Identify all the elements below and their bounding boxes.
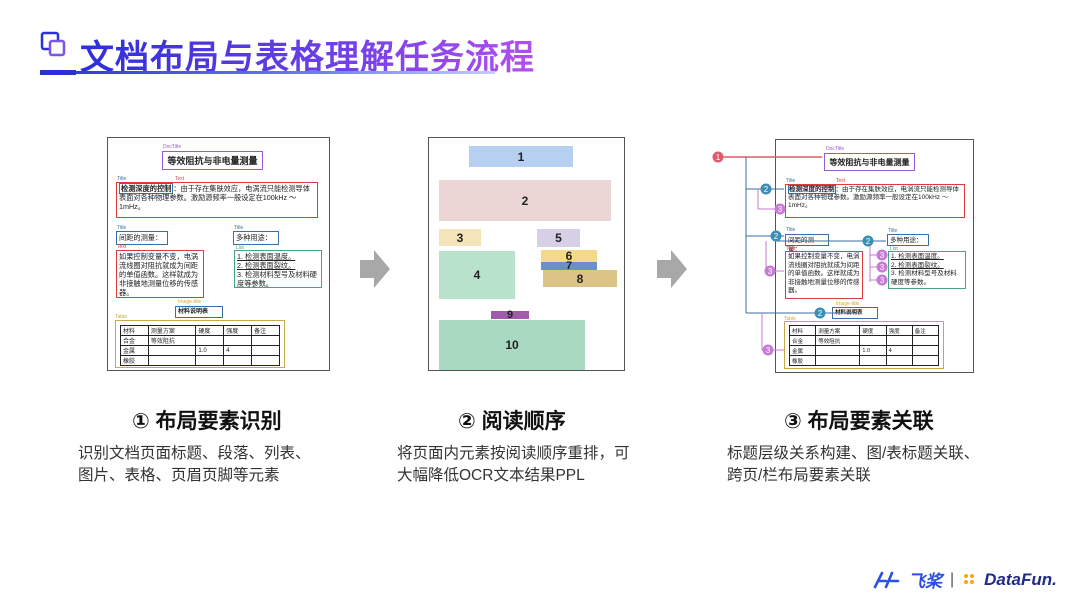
reading-box-4: 4 [439, 251, 515, 299]
reading-box-5: 5 [537, 229, 580, 247]
datafun-logo-icon [964, 573, 975, 584]
image-title-tag: Image-title [836, 301, 860, 307]
table-tag: Table [784, 316, 796, 322]
reading-box-6: 6 [541, 249, 597, 263]
text-tag: Text [836, 178, 846, 184]
list-box: 1. 检测表面温度。 2. 检测表面裂纹。 3. 检测材料型号及材料硬度等参数。 [234, 250, 322, 288]
list-tag: List [890, 246, 898, 252]
relation-lines: 1 2 2 2 2 3 3 3 3 3 3 [712, 151, 888, 356]
step-3-title: ③ 布局要素关联 [784, 410, 934, 433]
reading-box-8: 8 [543, 270, 617, 287]
title-tag-2: Title [117, 225, 127, 231]
step-2-description: 将页面内元素按阅读顺序重排，可大幅降低OCR文本结果PPL [397, 445, 630, 484]
title-tag: Title [117, 176, 127, 182]
badge-label: 3 [766, 346, 771, 355]
image-title-box: 材料说明表 [175, 306, 223, 318]
badge-label: 2 [866, 237, 871, 246]
text-tag: Text [175, 176, 185, 182]
list-box: 1. 检测表面温度。 2. 检测表面裂纹。 3. 检测材料型号及材料硬度等参数。 [888, 251, 966, 289]
reading-box-7: 7 [541, 260, 597, 272]
brand-separator: | [950, 570, 955, 588]
reading-box-10: 10 [439, 320, 585, 370]
reading-order-panel: 1 2 3 5 4 6 7 8 9 10 [428, 137, 625, 371]
arrow-right-icon [657, 250, 687, 288]
badge-label: 3 [768, 267, 773, 276]
list-item: 2. 检测表面裂纹。 [237, 261, 296, 270]
doctitle-tag: DocTitle [163, 144, 182, 150]
arrow-right-icon [360, 250, 390, 288]
title-underline [40, 71, 495, 74]
doctitle-tag: DocTitle [826, 146, 845, 152]
text-tag-2: Text [786, 246, 796, 252]
title-box: 检测深度的控制 [788, 185, 836, 194]
paragraph-box-2: 如果控制变量不变，电涡流线圈对阻抗就成为间距的单值函数。这样就成为非接触地测量位… [116, 250, 204, 298]
title-tag: Title [786, 178, 796, 184]
title-squares-icon [40, 31, 66, 57]
list-item: 1. 检测表面温度。 [237, 252, 296, 261]
relation-badge-level-1: 1 [712, 151, 724, 163]
relation-badges-level-2 [760, 183, 874, 319]
svg-text:1: 1 [716, 153, 721, 162]
badge-label: 3 [778, 205, 783, 214]
badge-label: 3 [880, 251, 885, 260]
title-box-3: 多种用途： [233, 231, 279, 245]
paragraph-box: 检测深度的控制：由于存在集肤效应，电涡流只能检测导体表面对各种物理参数。激励源频… [116, 182, 318, 218]
title-box-2: 间距的测量： [116, 231, 168, 245]
title-underline-accent [40, 70, 76, 75]
reading-box-1: 1 [469, 146, 573, 167]
title-tag-3: Title [888, 228, 898, 234]
step-3-description: 标题层级关系构建、图/表标题关联、跨页/栏布局要素关联 [727, 445, 980, 484]
list-tag: List [236, 245, 244, 251]
datafun-brand-text: DataFun. [984, 569, 1057, 589]
relation-panel: DocTitle 等效阻抗与非电量测量 Title Text 检测深度的控制：由… [775, 139, 974, 373]
paddle-brand-text: 飞桨 [908, 572, 942, 591]
reading-box-3: 3 [439, 229, 481, 246]
page-title: 文档布局与表格理解任务流程 [80, 30, 535, 79]
step-1-title: ① 布局要素识别 [132, 410, 282, 433]
paragraph-text: ：由于存在集肤效应，电涡流只能检测导体表面对各种物理参数。激励源频率一般设定在1… [119, 184, 310, 211]
badge-label: 2 [764, 185, 769, 194]
title-box-3: 多种用途： [887, 234, 929, 246]
image-title-tag: Image-title [178, 299, 202, 305]
title-box: 检测深度的控制 [119, 183, 174, 194]
title-tag-3: Title [234, 225, 244, 231]
paragraph-box: 检测深度的控制：由于存在集肤效应，电涡流只能检测导体表面对各种物理参数。激励源频… [785, 184, 965, 218]
list-item: 1. 检测表面温度。 [891, 253, 944, 260]
paragraph-text: ：由于存在集肤效应，电涡流只能检测导体表面对各种物理参数。激励源频率一般设定在1… [788, 186, 959, 209]
list-item: 3. 检测材料型号及材料硬度等参数。 [237, 270, 317, 288]
table-tag: Table [115, 314, 127, 320]
step-2-title: ② 阅读顺序 [458, 410, 566, 433]
doctitle-box: 等效阻抗与非电量测量 [162, 151, 263, 170]
reading-box-9: 9 [491, 309, 529, 321]
text-tag-2: Text [117, 244, 127, 250]
doctitle-box: 等效阻抗与非电量测量 [824, 153, 915, 171]
reading-box-2: 2 [439, 180, 611, 221]
layout-detection-panel: DocTitle 等效阻抗与非电量测量 Title Text 检测深度的控制：由… [107, 137, 330, 371]
footer-brand: 飞桨 | DataFun. [872, 567, 1057, 592]
list-item: 3. 检测材料型号及材料硬度等参数。 [891, 270, 957, 286]
title-tag-2: Title [786, 227, 796, 233]
badge-label: 2 [818, 309, 823, 318]
badge-label: 2 [774, 232, 779, 241]
list-item: 2. 检测表面裂纹。 [891, 261, 944, 269]
badge-label: 3 [880, 276, 885, 285]
relation-badges-level-3 [762, 203, 888, 356]
step-1-description: 识别文档页面标题、段落、列表、图片、表格、页眉页脚等元素 [78, 445, 311, 484]
paragraph-box-2: 如果控制变量不变，电涡流线圈对阻抗就成为间距的单值函数。这样就成为非接触地测量位… [785, 251, 863, 299]
paddle-logo-icon [873, 571, 900, 588]
badge-label: 3 [880, 263, 885, 272]
